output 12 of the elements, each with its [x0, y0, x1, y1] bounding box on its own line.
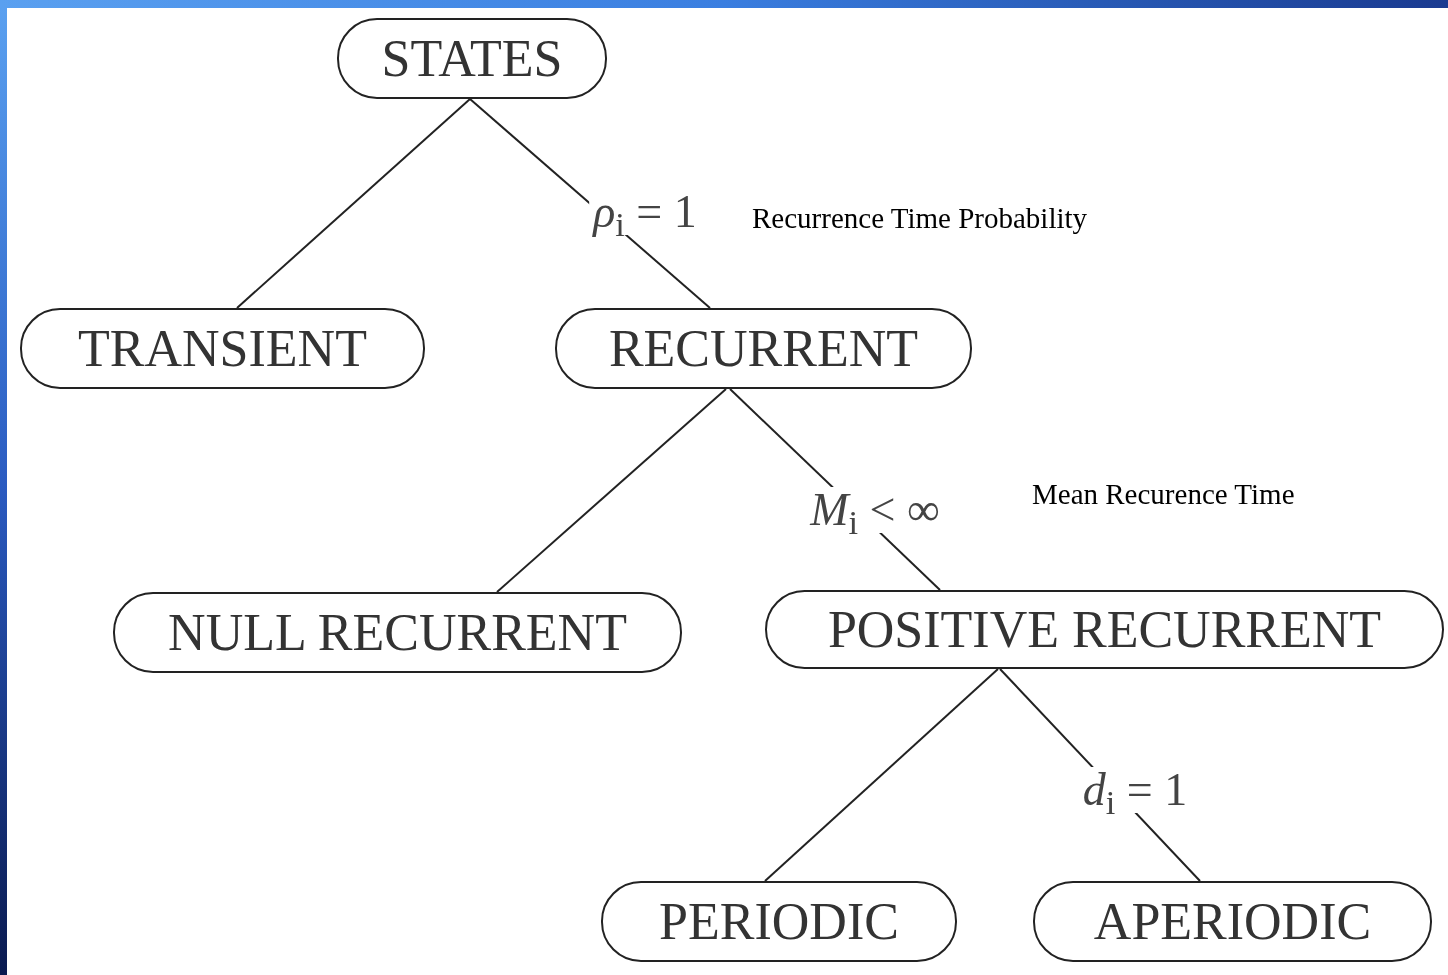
connector-line	[764, 668, 999, 882]
state-label: STATES	[381, 32, 563, 85]
state-label: PERIODIC	[659, 895, 899, 948]
state-label: RECURRENT	[608, 322, 919, 375]
state-label: APERIODIC	[1093, 895, 1372, 948]
state-label: NULL RECURRENT	[168, 606, 627, 659]
connector-line	[236, 98, 471, 309]
annotation-text: Mean Recurence Time	[1032, 480, 1295, 509]
state-label: TRANSIENT	[78, 322, 367, 375]
state-label: POSITIVE RECURRENT	[827, 603, 1382, 656]
annotation-text: Recurrence Time Probability	[752, 204, 1088, 233]
connector-line	[496, 388, 727, 593]
